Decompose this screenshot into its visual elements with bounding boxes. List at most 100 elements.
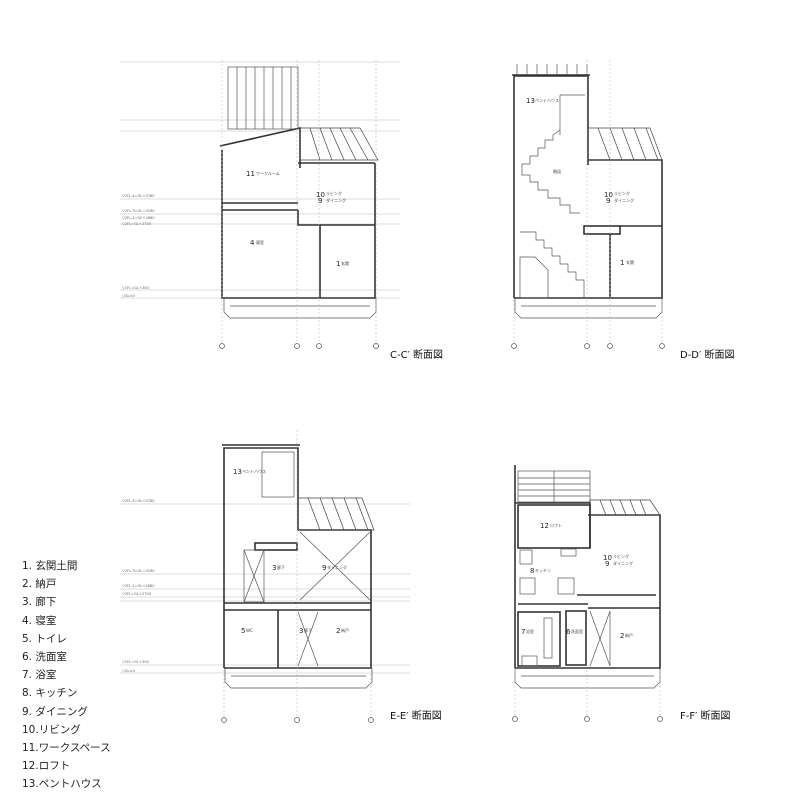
grid-markers: [511, 343, 665, 349]
room-name: 納戸: [341, 627, 349, 633]
level-label: ▽2FL-3=GL+3180: [122, 209, 155, 213]
level-label: ▽GL±0: [122, 294, 136, 298]
kitchen-fixtures: [519, 548, 577, 667]
legend-item: 1. 玄関土間: [22, 560, 78, 572]
grid-markers: [221, 717, 374, 723]
room-number: 9: [322, 564, 326, 572]
room-number: 11: [246, 170, 255, 178]
section-title: C-C′ 断面図: [390, 348, 443, 361]
section-dd: 13 ペントハウス 10 リビング 9 ダイニング 1 玄関 階段 D-D′ 断…: [511, 60, 734, 361]
section-title: E-E′ 断面図: [390, 709, 442, 722]
room-number: 7: [521, 628, 525, 636]
room-name: キッチン: [535, 568, 551, 573]
grid-lines: [513, 60, 663, 342]
roof-hatch: [299, 127, 379, 161]
legend-item: 7. 浴室: [22, 669, 57, 682]
room-number: 12: [540, 522, 549, 530]
room-name: 納戸: [625, 632, 633, 638]
room-number: 3: [272, 564, 276, 572]
foundation: [514, 668, 661, 689]
section-ee: ▽2FL-4=GL+3780 ▽2FL-3=GL+3180 ▽2FL-2=GL+…: [120, 430, 442, 723]
level-label: ▽1FL=GL+300: [122, 660, 150, 664]
room-number: 13: [233, 468, 242, 476]
level-label: ▽1FL=GL+300: [122, 286, 150, 290]
staircase: [519, 94, 585, 299]
legend-item: 4. 寝室: [22, 614, 57, 627]
room-name: ペントハウス: [535, 97, 559, 103]
room-name: 階段: [553, 168, 561, 174]
room-number: 9: [605, 560, 609, 568]
building-outline: [514, 465, 661, 669]
legend-item: 2. 納戸: [22, 578, 57, 591]
room-number: 9: [606, 197, 610, 205]
roof-hatch: [587, 127, 663, 161]
room-name: ペントハウス: [242, 468, 266, 474]
legend-item: 11.ワークスペース: [22, 742, 111, 755]
void-crosses: [243, 451, 371, 667]
room-name: 寝室: [256, 239, 264, 245]
room-number: 3: [299, 627, 303, 635]
legend-item: 8. キッチン: [22, 687, 78, 700]
rooftop-screen: [227, 66, 299, 130]
room-number: 10: [316, 191, 325, 199]
legend-item: 13.ペントハウス: [22, 778, 102, 791]
room-number: 2: [620, 632, 624, 640]
room-number: 9: [318, 197, 322, 205]
section-cc: ▽2FL-4=GL+3780 ▽2FL-3=GL+3180 ▽2FL-2=GL+…: [120, 60, 443, 361]
room-name: リビング: [613, 553, 629, 559]
foundation: [223, 298, 377, 319]
room-name: 玄関: [341, 260, 349, 266]
room-name: 浴室: [526, 628, 534, 634]
void-cross: [589, 610, 611, 667]
section-ff: 12 ロフト 10 リビング 9 ダイニング 8 キッチン 7 浴室 6 洗面室…: [512, 465, 731, 722]
room-number: 10: [603, 554, 612, 562]
room-name: WC: [246, 628, 253, 633]
room-name: 玄関: [626, 259, 634, 265]
room-number: 5: [241, 627, 245, 635]
level-lines: [120, 61, 400, 299]
room-name: ダイニング: [613, 560, 633, 566]
roof-deck-rail: [517, 470, 591, 503]
legend-item: 9. ダイニング: [22, 705, 88, 718]
level-label: ▽2FL-2=GL+2880: [122, 584, 155, 588]
room-number: 8: [530, 567, 534, 575]
level-lines: [120, 503, 410, 674]
room-number: 1: [620, 259, 624, 267]
building-outline: [219, 127, 376, 299]
room-number: 13: [526, 97, 535, 105]
grid-markers: [512, 716, 663, 722]
room-name: ダイニング: [327, 564, 347, 570]
room-name: ダイニング: [614, 197, 634, 203]
legend-item: 10.リビング: [22, 723, 81, 736]
level-label: ▽2FL-3=GL+3180: [122, 569, 155, 573]
level-label: ▽2FL-4=GL+3780: [122, 194, 155, 198]
section-title: F-F′ 断面図: [680, 709, 731, 722]
room-name: ロフト: [550, 523, 562, 528]
legend-item: 5. トイレ: [22, 632, 67, 645]
room-name: リビング: [614, 190, 630, 196]
room-name: 洗面室: [571, 628, 583, 634]
room-name: ダイニング: [326, 197, 346, 203]
roof-hatch: [589, 499, 661, 516]
foundation: [224, 668, 373, 689]
room-legend: 1. 玄関土間 2. 納戸 3. 廊下 4. 寝室 5. トイレ 6. 洗面室 …: [22, 557, 111, 794]
grid-lines: [221, 60, 377, 342]
room-number: 4: [250, 239, 255, 247]
grid-lines: [223, 430, 372, 718]
level-label: ▽GL±0: [122, 669, 136, 673]
penthouse-rail: [516, 64, 588, 75]
room-number: 1: [336, 260, 340, 268]
legend-item: 6. 洗面室: [22, 651, 67, 664]
level-label: ▽2FL-2=GL+2880: [122, 216, 155, 220]
level-label: ▽2FL=GL+2700: [122, 592, 152, 596]
legend-item: 12.ロフト: [22, 760, 71, 773]
room-number: 10: [604, 191, 613, 199]
legend-item: 3. 廊下: [22, 596, 57, 609]
room-name: 廊下: [277, 564, 285, 570]
roof-hatch: [297, 497, 375, 531]
room-name: ワークルーム: [256, 170, 280, 176]
room-number: 2: [336, 627, 340, 635]
level-label: ▽2FL=GL+2700: [122, 222, 152, 226]
room-name: リビング: [326, 190, 342, 196]
